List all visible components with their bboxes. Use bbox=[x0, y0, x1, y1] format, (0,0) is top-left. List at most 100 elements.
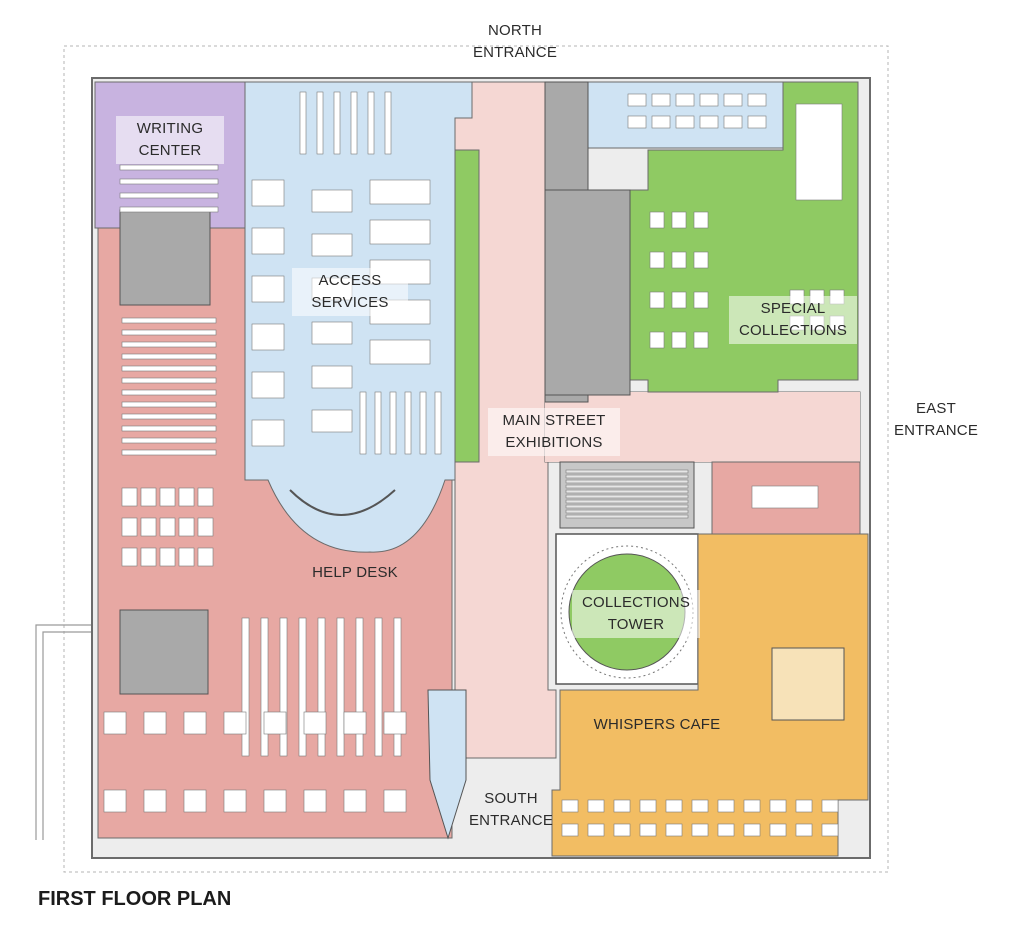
table-group bbox=[263, 711, 287, 735]
study-table bbox=[121, 317, 217, 324]
service-core-east-2 bbox=[544, 189, 631, 396]
exhibition-wall-green bbox=[454, 149, 480, 463]
reading-desk bbox=[699, 93, 719, 107]
cafe-table bbox=[691, 823, 709, 837]
study-carrel bbox=[121, 487, 138, 507]
workstation bbox=[649, 291, 665, 309]
meeting-table bbox=[751, 485, 819, 509]
table-group bbox=[383, 711, 407, 735]
workstation bbox=[649, 251, 665, 269]
study-carrel bbox=[159, 517, 176, 537]
workstation bbox=[649, 211, 665, 229]
book-stack bbox=[384, 91, 392, 155]
table-group bbox=[383, 789, 407, 813]
study-carrel bbox=[140, 517, 157, 537]
book-stack bbox=[350, 91, 358, 155]
study-carrel bbox=[140, 487, 157, 507]
site-boundary bbox=[63, 45, 889, 873]
study-table bbox=[121, 437, 217, 444]
study-carrel bbox=[178, 517, 195, 537]
south-entrance-label: SOUTH ENTRANCE bbox=[466, 788, 556, 832]
book-stack bbox=[355, 617, 364, 757]
book-stack bbox=[316, 91, 324, 155]
cafe-table bbox=[821, 823, 839, 837]
workstation bbox=[251, 275, 285, 303]
plan-title: FIRST FLOOR PLAN bbox=[38, 888, 232, 910]
workstation bbox=[671, 211, 687, 229]
cafe-table bbox=[717, 799, 735, 813]
workstation bbox=[311, 189, 353, 213]
study-table bbox=[121, 449, 217, 456]
stair-tread bbox=[565, 514, 689, 519]
workstation bbox=[369, 179, 431, 205]
whispers-cafe-zone bbox=[551, 533, 869, 857]
table-group bbox=[183, 789, 207, 813]
workstation bbox=[693, 251, 709, 269]
workstation bbox=[671, 331, 687, 349]
special-collections-label: SPECIAL COLLECTIONS bbox=[729, 296, 857, 344]
book-stack bbox=[434, 391, 442, 455]
stair-tread bbox=[565, 499, 689, 504]
workstation bbox=[311, 321, 353, 345]
book-stack bbox=[333, 91, 341, 155]
table-group bbox=[223, 711, 247, 735]
workstation bbox=[251, 323, 285, 351]
workstation bbox=[671, 251, 687, 269]
writing-center-line1: WRITING bbox=[136, 120, 204, 137]
workstation bbox=[251, 179, 285, 207]
table-group bbox=[183, 711, 207, 735]
table-group bbox=[303, 789, 327, 813]
workstation bbox=[671, 291, 687, 309]
reading-desk bbox=[747, 93, 767, 107]
table-group bbox=[263, 789, 287, 813]
table-group bbox=[223, 789, 247, 813]
study-table bbox=[121, 413, 217, 420]
east-entrance-line2: ENTRANCE bbox=[893, 422, 979, 439]
book-stack bbox=[298, 617, 307, 757]
book-stack bbox=[374, 617, 383, 757]
book-stack bbox=[299, 91, 307, 155]
workstation bbox=[311, 409, 353, 433]
cafe-table bbox=[769, 823, 787, 837]
collections-tower-line2: TOWER bbox=[607, 616, 665, 633]
access-services-label: ACCESS SERVICES bbox=[292, 268, 408, 316]
stair-tread bbox=[565, 479, 689, 484]
special-collections-line1: SPECIAL bbox=[760, 300, 826, 317]
study-table bbox=[119, 178, 219, 185]
main-street-label: MAIN STREET EXHIBITIONS bbox=[488, 408, 620, 456]
table-group bbox=[343, 789, 367, 813]
help-desk-counter bbox=[289, 489, 396, 516]
cafe-table bbox=[795, 799, 813, 813]
access-services-line2: SERVICES bbox=[311, 294, 389, 311]
writing-center-label: WRITING CENTER bbox=[116, 116, 224, 164]
cafe-table bbox=[769, 799, 787, 813]
workstation bbox=[251, 371, 285, 399]
collections-tower-label: COLLECTIONS TOWER bbox=[572, 590, 700, 638]
study-carrel bbox=[197, 547, 214, 567]
cafe-table bbox=[821, 799, 839, 813]
cafe-table bbox=[743, 823, 761, 837]
access-services-zone bbox=[244, 81, 473, 553]
cafe-table bbox=[717, 823, 735, 837]
reading-desk bbox=[699, 115, 719, 129]
study-carrel bbox=[159, 487, 176, 507]
stair-tread bbox=[565, 494, 689, 499]
service-core-west bbox=[119, 209, 211, 306]
stair-tread bbox=[565, 474, 689, 479]
cafe-table bbox=[691, 799, 709, 813]
workstation bbox=[693, 291, 709, 309]
reading-desk bbox=[675, 93, 695, 107]
cafe-table bbox=[587, 823, 605, 837]
book-stack bbox=[374, 391, 382, 455]
south-vestibule bbox=[427, 689, 467, 840]
reading-room-blue bbox=[587, 81, 784, 149]
table-group bbox=[303, 711, 327, 735]
cafe-table bbox=[743, 799, 761, 813]
reading-desk bbox=[651, 93, 671, 107]
workstation bbox=[693, 211, 709, 229]
stair-tread bbox=[565, 489, 689, 494]
book-stack bbox=[419, 391, 427, 455]
conference-table bbox=[795, 103, 843, 201]
cafe-table bbox=[639, 799, 657, 813]
